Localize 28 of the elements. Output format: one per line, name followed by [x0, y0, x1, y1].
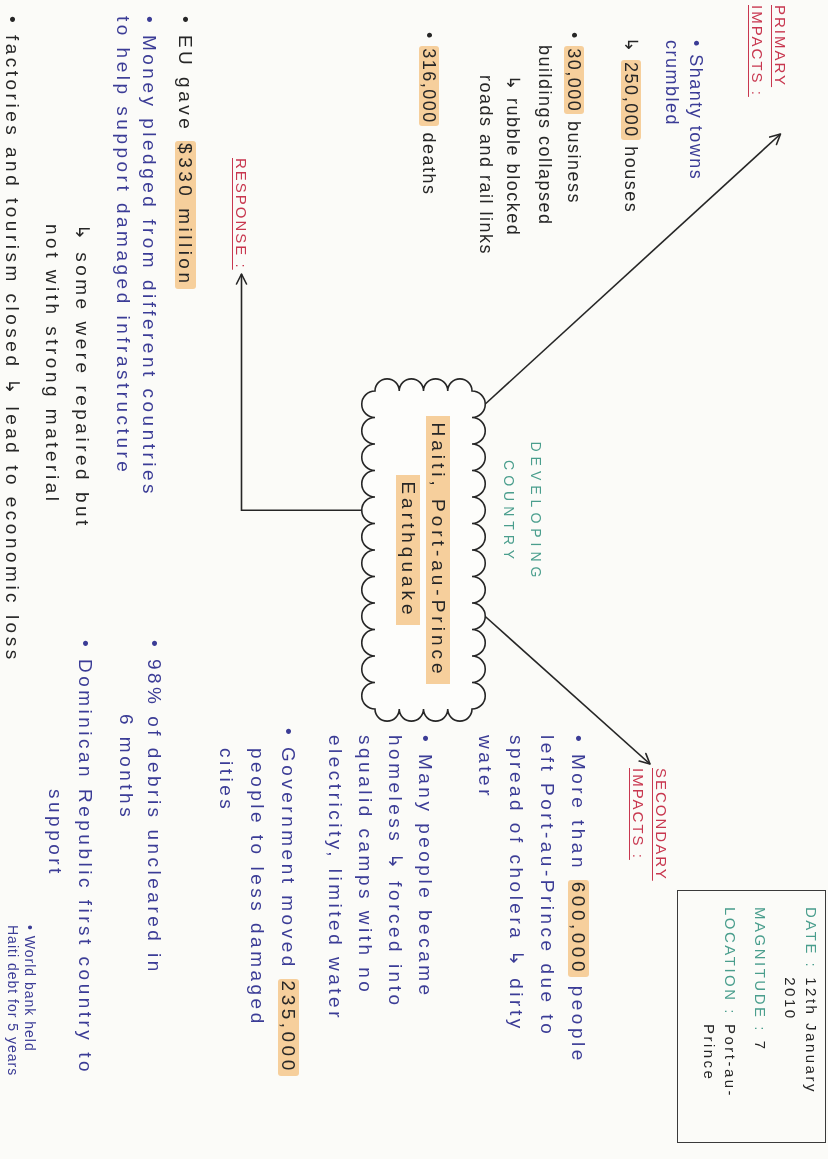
note-text: • EU gave $330 million [174, 16, 197, 289]
note-text: • Many people became homeless ↳ forced into squalid camps with no electricity, limited water [324, 735, 437, 1023]
note-text: • factories and tourism closed ↳ lead to economic loss [1, 16, 23, 663]
cloud-shape [362, 378, 485, 722]
arrow [484, 615, 651, 765]
field-value: 7 [751, 1040, 770, 1052]
highlighted-title: Haiti, Port-au-Prince [426, 416, 451, 684]
note-text: ↳ rubble blocked roads and rail links [475, 75, 524, 258]
field-value: Port-au-Prince [700, 1023, 740, 1101]
field-label: DATE : [802, 907, 821, 970]
section-heading: RESPONSE : [230, 158, 253, 270]
note-text: ↳ some were repaired but not with strong material [41, 224, 94, 531]
section-heading: SECONDARY IMPACTS : [627, 768, 673, 883]
side-note: DEVELOPING COUNTRY [500, 440, 545, 585]
elbow-arrow [235, 273, 363, 512]
arrow [484, 133, 782, 406]
field-label: MAGNITUDE : [751, 907, 770, 1033]
note-text: • World bank held Haiti debt for 5 years [4, 925, 38, 1079]
field-value: 12th January 2010 [781, 977, 821, 1096]
highlighted-title: Earthquake [396, 475, 421, 625]
note-text: • Dominican Republic first country to support [44, 640, 97, 1077]
note-text: • Money pledged from different countries to help support damaged infrastructure [112, 16, 161, 500]
note-text: • 316,000 deaths [418, 32, 440, 196]
note-text: • Shanty towns crumbled [661, 40, 707, 183]
note-text: ↳ 250,000 houses [620, 37, 642, 214]
section-heading: PRIMARY IMPACTS : [746, 5, 792, 130]
field-label: LOCATION : [721, 907, 740, 1016]
info-box [677, 890, 826, 1143]
